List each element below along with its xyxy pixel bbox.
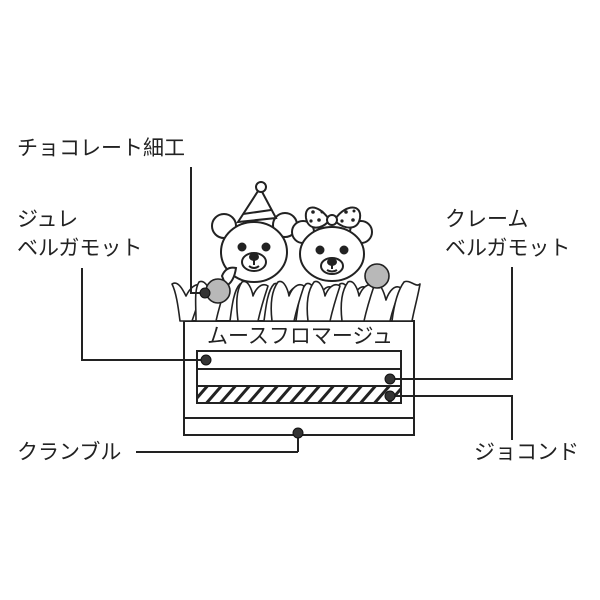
label-creme-line2: ベルガモット bbox=[445, 236, 570, 260]
dot-jule bbox=[200, 354, 212, 366]
label-choco-work: チョコレート細工 bbox=[17, 136, 185, 160]
leader-dots bbox=[199, 287, 396, 439]
bow-knot bbox=[326, 214, 338, 226]
dot-crumble bbox=[292, 427, 304, 439]
dot-joconde bbox=[384, 390, 396, 402]
cake-outline bbox=[183, 320, 415, 436]
label-joconde: ジョコンド bbox=[474, 440, 579, 464]
bow-dots bbox=[309, 209, 356, 223]
bear-right-nose bbox=[327, 258, 337, 266]
chocolate-ball-right bbox=[364, 263, 390, 289]
leader-creme bbox=[390, 267, 513, 380]
joconde-hatch bbox=[198, 387, 400, 402]
leader-lines bbox=[81, 167, 513, 453]
party-hat-pompom bbox=[255, 181, 267, 193]
dot-choco-work bbox=[199, 287, 211, 299]
bear-right-head bbox=[299, 226, 365, 282]
label-jule-line1: ジュレ bbox=[17, 207, 78, 231]
label-jule-line2: ベルガモット bbox=[17, 236, 142, 260]
chocolate-frill-front bbox=[236, 280, 375, 322]
bear-right-eye-left bbox=[315, 245, 325, 255]
leader-jule bbox=[81, 268, 204, 361]
inner-layers-box bbox=[196, 350, 402, 404]
bow-left bbox=[304, 206, 329, 229]
bear-left-eye-right bbox=[261, 242, 271, 252]
party-hat bbox=[236, 186, 278, 224]
dot-creme bbox=[384, 373, 396, 385]
leader-choco-work bbox=[190, 167, 205, 294]
bear-with-bow bbox=[291, 206, 373, 282]
bear-left-nose bbox=[249, 253, 259, 261]
label-crumble: クランブル bbox=[17, 440, 121, 464]
label-creme-line1: クレーム bbox=[445, 207, 528, 231]
bear-right-eye-right bbox=[339, 245, 349, 255]
bear-left-eye-left bbox=[237, 242, 247, 252]
cake-body bbox=[183, 320, 415, 436]
bow-right bbox=[335, 206, 362, 229]
mousse-label: ムースフロマージュ bbox=[207, 324, 393, 348]
bear-with-hat bbox=[211, 181, 298, 288]
leader-joconde bbox=[390, 395, 513, 440]
